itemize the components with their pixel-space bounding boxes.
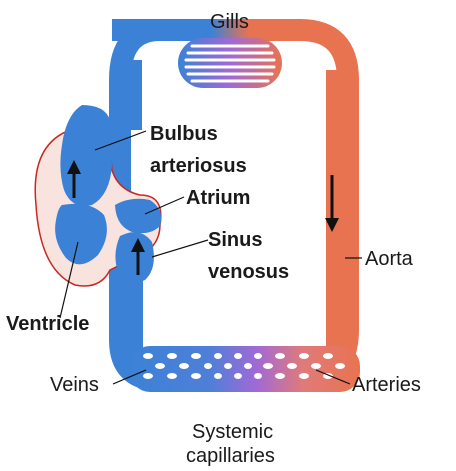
leader-atrium bbox=[144, 196, 185, 215]
leader-sinus bbox=[151, 239, 209, 258]
bulbus-arteriosus-label-line2: arteriosus bbox=[150, 155, 247, 177]
bulbus-arteriosus-label-line1: Bulbus bbox=[150, 123, 218, 145]
leader-arteries bbox=[315, 369, 351, 385]
systemic-capillaries-label-line2: capillaries bbox=[186, 445, 275, 467]
gill-lamellae bbox=[178, 38, 282, 88]
atrium-label: Atrium bbox=[186, 187, 251, 209]
systemic-capillary-bed bbox=[130, 346, 360, 392]
flow-arrow-sinus bbox=[131, 238, 145, 275]
bulbus-arteriosus-chamber bbox=[60, 105, 112, 206]
flow-arrow-aorta bbox=[325, 175, 339, 232]
systemic-capillaries-label-line1: Systemic bbox=[192, 421, 274, 443]
sinus-venosus-label-line2: venosus bbox=[208, 261, 290, 283]
leader-veins bbox=[112, 369, 147, 385]
ventricle-chamber bbox=[55, 203, 107, 265]
atrium-chamber bbox=[115, 198, 162, 234]
arteries-label: Arteries bbox=[352, 374, 421, 396]
veins-label: Veins bbox=[50, 374, 99, 396]
flow-arrow-bulbus bbox=[67, 160, 81, 198]
ventricle-label: Ventricle bbox=[6, 313, 90, 335]
sinus-venosus-label-line1: Sinus bbox=[208, 229, 263, 251]
leader-bulbus bbox=[94, 130, 147, 151]
leader-ventricle bbox=[59, 241, 79, 319]
aorta-label: Aorta bbox=[365, 248, 413, 270]
gills-label: Gills bbox=[210, 11, 249, 33]
sinus-venosus-chamber bbox=[115, 232, 154, 283]
